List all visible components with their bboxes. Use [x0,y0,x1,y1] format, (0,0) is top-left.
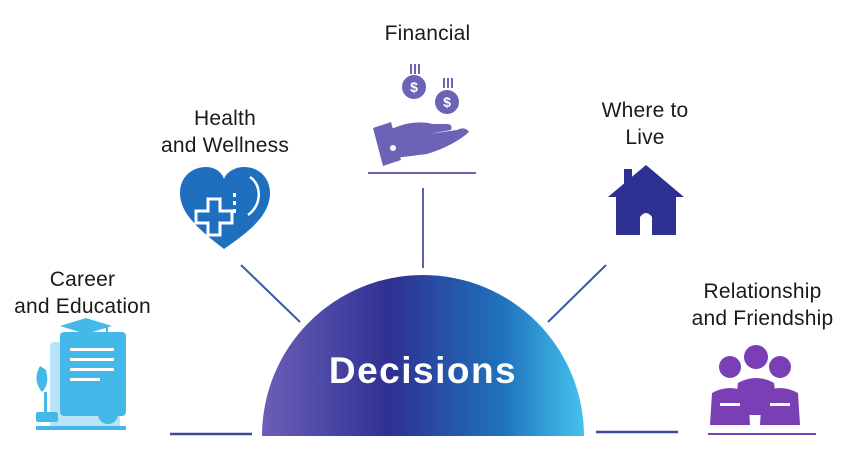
label-relationship-line-2: and Friendship [691,307,834,330]
label-health-line-1: Health [194,107,256,130]
svg-text:$: $ [410,79,418,95]
label-where-line-2: Live [625,126,665,149]
label-financial-line-1: Financial [384,22,471,45]
group-of-people-icon [708,345,816,435]
label-relationship: Relationship and Friendship [678,278,847,332]
label-relationship-line-1: Relationship [703,280,822,303]
label-where-line-1: Where to [601,99,689,122]
house-icon [608,165,684,235]
hand-with-money-icon: $ $ [368,64,476,174]
diploma-certificate-icon [36,318,126,430]
label-health: Health and Wellness [140,105,310,159]
label-health-line-2: and Wellness [160,134,290,157]
label-career-line-1: Career [49,268,116,291]
svg-text:$: $ [443,94,451,110]
dome-title: Decisions [328,350,518,391]
label-where-to-live: Where to Live [575,97,715,151]
connector-health [240,264,301,323]
connector-where [547,264,607,323]
heart-with-plus-icon [180,167,270,249]
label-career: Career and Education [0,266,165,320]
label-career-line-2: and Education [14,295,151,318]
label-financial: Financial [355,20,500,47]
